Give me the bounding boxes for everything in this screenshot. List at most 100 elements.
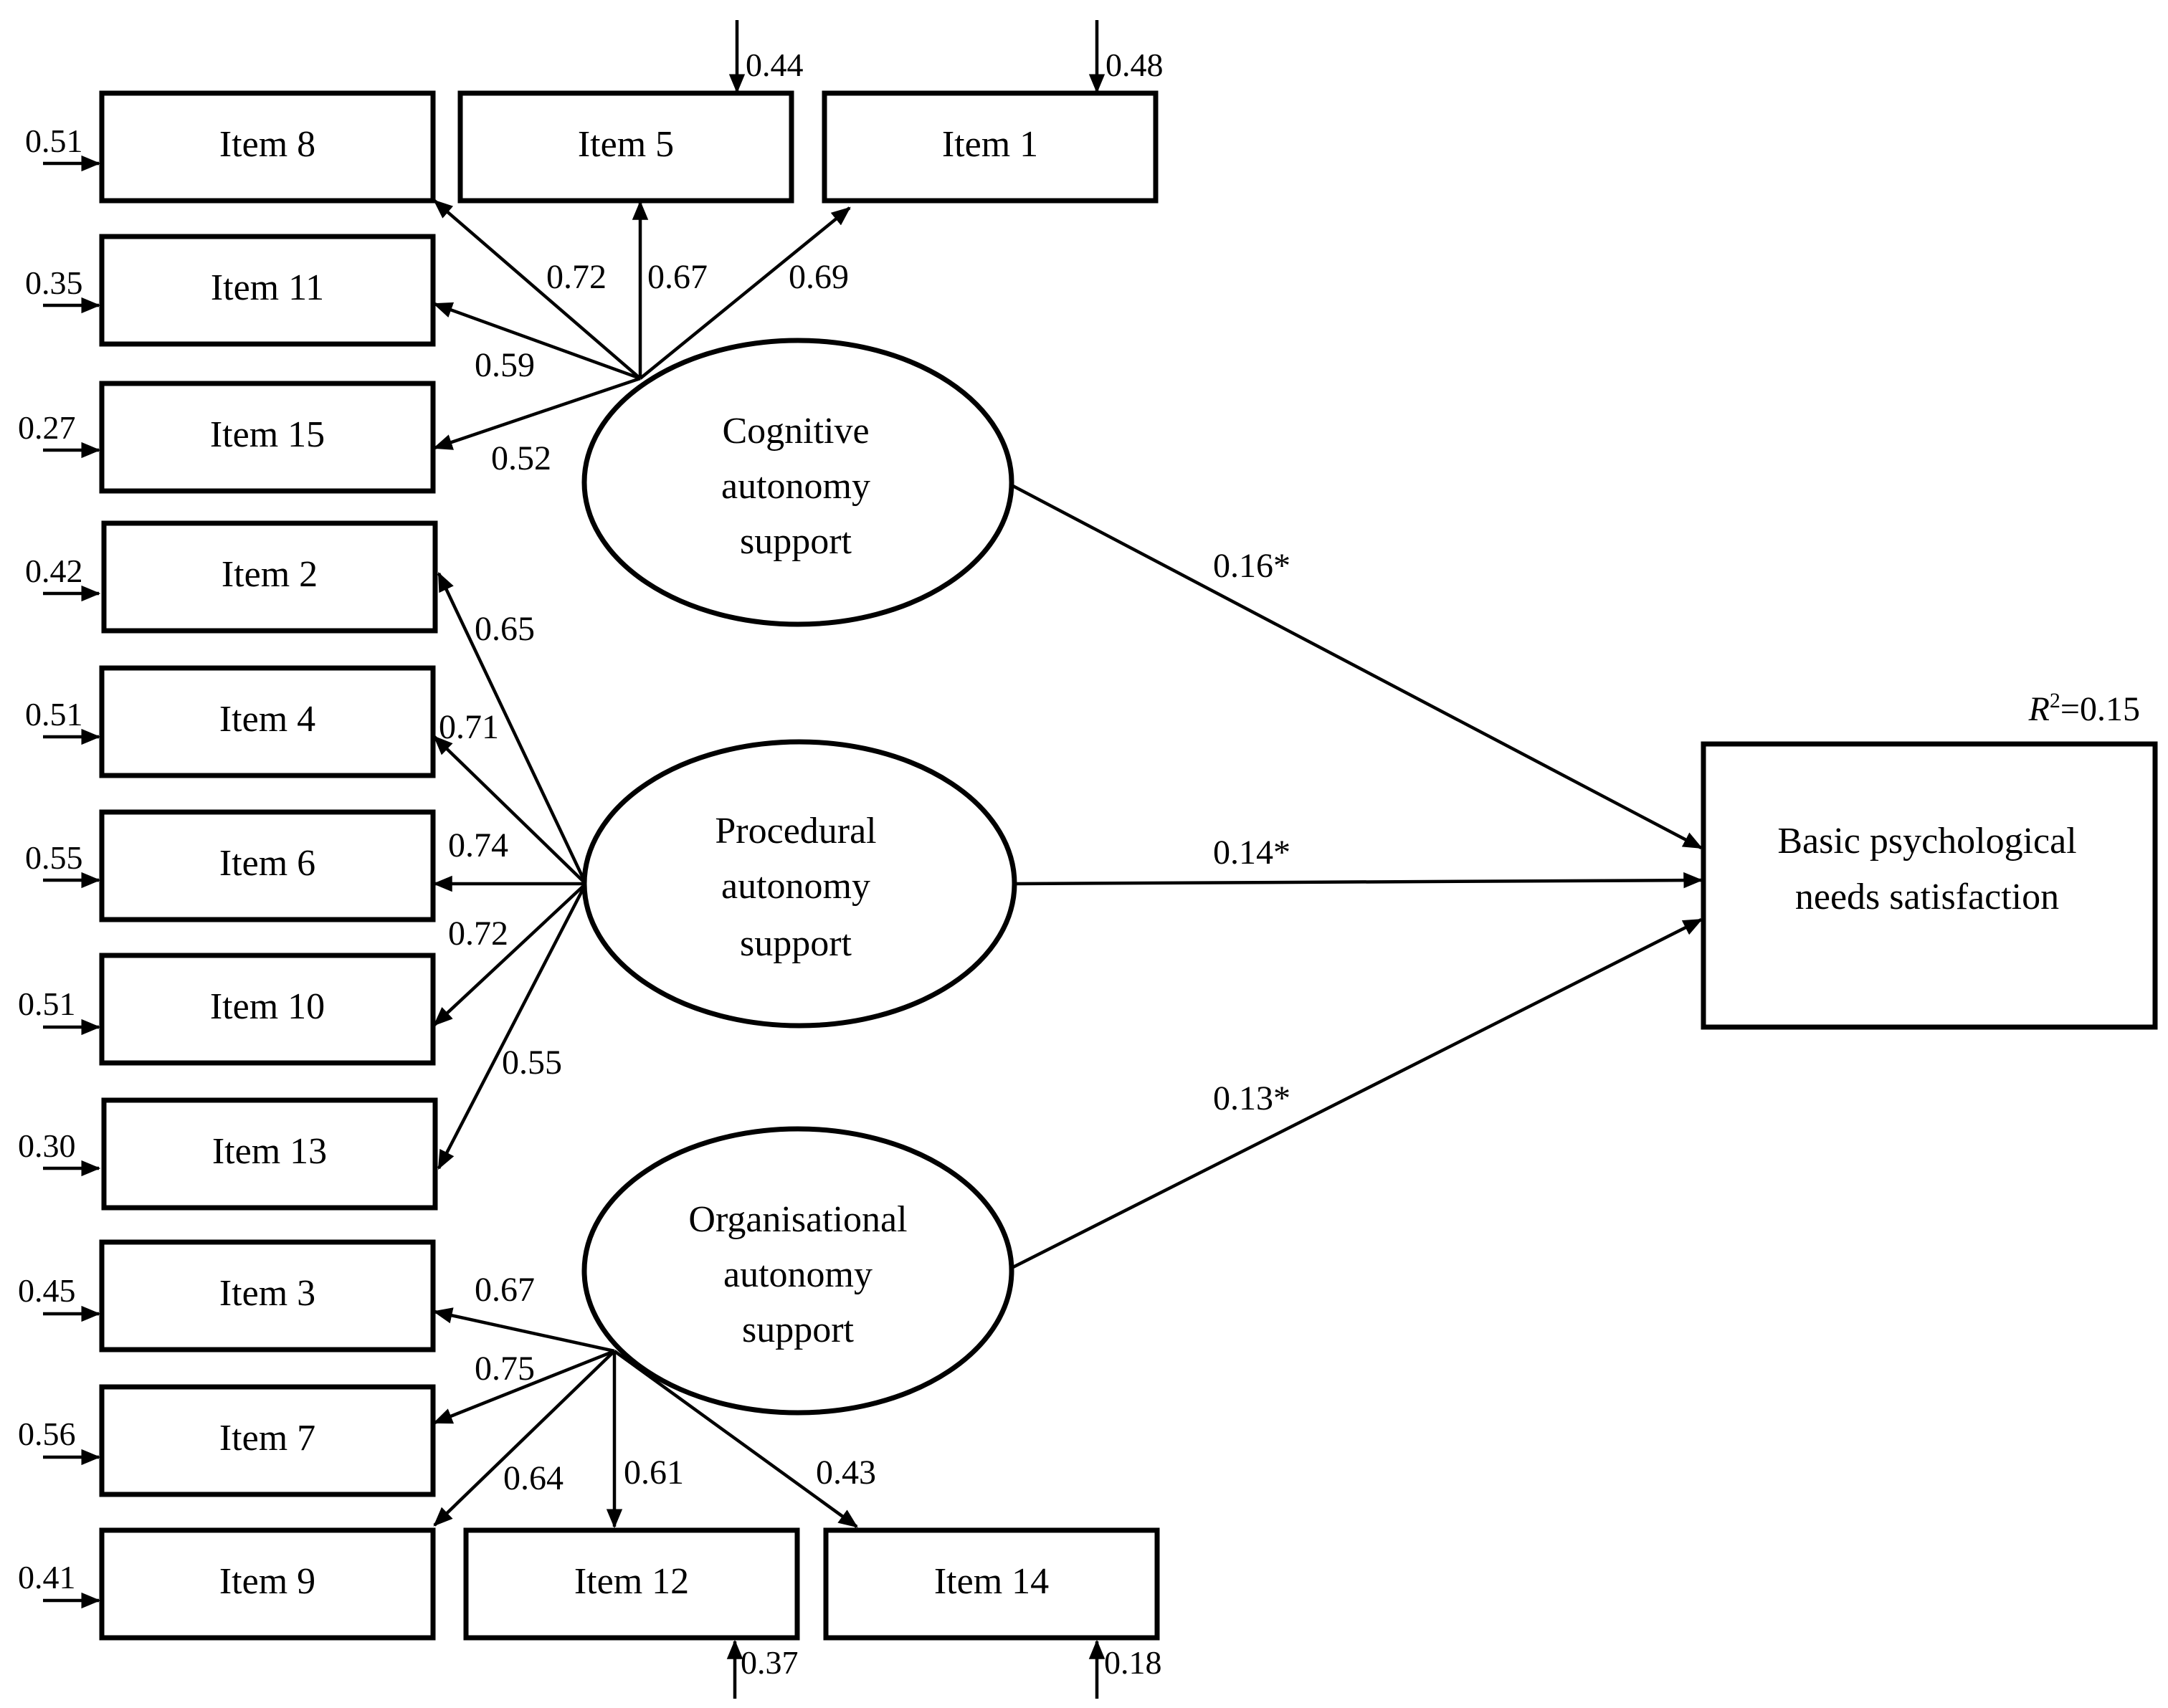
latent-label-line: autonomy bbox=[723, 1254, 873, 1295]
item-box-item5: Item 5 bbox=[457, 90, 794, 204]
item-label: Item 9 bbox=[219, 1561, 315, 1602]
loading-coef-item12: 0.61 bbox=[624, 1454, 684, 1492]
item-box-item15: Item 15 bbox=[99, 381, 436, 494]
item-label: Item 10 bbox=[210, 986, 325, 1027]
error-value-item13: 0.30 bbox=[18, 1127, 76, 1164]
item-box-item3: Item 3 bbox=[99, 1239, 436, 1352]
loading-coef-item11: 0.59 bbox=[475, 346, 535, 384]
loading-coef-item15: 0.52 bbox=[491, 439, 551, 477]
item-box-item13: Item 13 bbox=[101, 1097, 438, 1211]
error-value-item12: 0.37 bbox=[741, 1644, 799, 1681]
loading-arrow-item10 bbox=[433, 882, 587, 1026]
item-box-item10: Item 10 bbox=[99, 953, 436, 1066]
item-box-item2: Item 2 bbox=[101, 520, 438, 634]
loading-coef-item8: 0.72 bbox=[546, 258, 607, 296]
error-value-item11: 0.35 bbox=[25, 264, 83, 301]
loading-arrow-item9 bbox=[433, 1350, 616, 1527]
item-box-item9: Item 9 bbox=[99, 1527, 436, 1641]
item-box-item12: Item 12 bbox=[463, 1527, 800, 1641]
latent-procedural: Procedural autonomy support bbox=[581, 739, 1017, 1029]
loading-arrow-item11 bbox=[432, 302, 641, 381]
r-squared-symbol: R bbox=[2028, 690, 2050, 728]
loading-arrows bbox=[432, 199, 858, 1529]
item-label: Item 14 bbox=[934, 1561, 1049, 1602]
loading-arrow-item1 bbox=[639, 206, 851, 380]
error-value-item7: 0.56 bbox=[18, 1416, 76, 1452]
structural-paths bbox=[1012, 485, 1703, 1269]
loading-arrow-item7 bbox=[432, 1349, 615, 1425]
loading-coef-item13: 0.55 bbox=[502, 1044, 562, 1082]
item-box-item7: Item 7 bbox=[99, 1384, 436, 1497]
path-arrow-procedural bbox=[1014, 872, 1703, 889]
r-squared-value: =0.15 bbox=[2060, 690, 2140, 728]
path-coefficients: 0.16* 0.14* 0.13* bbox=[1213, 547, 1290, 1117]
loading-arrow-item14 bbox=[613, 1350, 858, 1528]
loading-coef-item14: 0.43 bbox=[816, 1454, 876, 1492]
item-label: Item 11 bbox=[211, 267, 324, 308]
outcome-box: Basic psychological needs satisfaction R… bbox=[1701, 689, 2158, 1030]
error-value-item6: 0.55 bbox=[25, 839, 83, 876]
item-label: Item 6 bbox=[219, 843, 315, 884]
error-value-item9: 0.41 bbox=[18, 1559, 76, 1595]
error-value-item2: 0.42 bbox=[25, 553, 83, 589]
item-label: Item 1 bbox=[942, 124, 1038, 165]
item-label: Item 5 bbox=[578, 124, 674, 165]
outcome-label-line: Basic psychological bbox=[1777, 821, 2076, 862]
latent-label-line: support bbox=[740, 923, 852, 964]
r-squared-label: R2=0.15 bbox=[2028, 689, 2140, 728]
loading-coef-item7: 0.75 bbox=[475, 1350, 535, 1388]
error-value-item3: 0.45 bbox=[18, 1272, 76, 1309]
item-label: Item 12 bbox=[574, 1561, 689, 1602]
loading-arrow-item8 bbox=[433, 199, 642, 380]
error-value-item4: 0.51 bbox=[25, 696, 83, 733]
loading-arrow-item2 bbox=[437, 571, 588, 884]
outcome-label-line: needs satisfaction bbox=[1795, 877, 2059, 917]
loading-coef-item5: 0.67 bbox=[647, 258, 708, 296]
path-coef-organisational: 0.13* bbox=[1213, 1079, 1290, 1117]
item-box-item1: Item 1 bbox=[822, 90, 1159, 204]
item-box-item6: Item 6 bbox=[99, 809, 436, 922]
loading-coef-item4: 0.71 bbox=[439, 708, 499, 746]
latent-label-line: autonomy bbox=[721, 866, 870, 907]
loading-coef-item9: 0.64 bbox=[503, 1459, 564, 1497]
latent-organisational: Organisational autonomy support bbox=[581, 1126, 1014, 1416]
latent-label-line: support bbox=[742, 1309, 855, 1350]
path-coef-procedural: 0.14* bbox=[1213, 834, 1290, 872]
loading-coef-item2: 0.65 bbox=[475, 610, 535, 648]
loading-coefficients: 0.72 0.67 0.69 0.59 0.52 0.65 0.71 0.74 … bbox=[439, 258, 876, 1497]
loading-coef-item10: 0.72 bbox=[448, 915, 508, 953]
loading-arrow-item4 bbox=[433, 735, 587, 885]
latent-label-line: autonomy bbox=[721, 466, 870, 507]
latent-label-line: Cognitive bbox=[722, 411, 869, 452]
r-squared-superscript: 2 bbox=[2050, 689, 2060, 712]
loading-coef-item1: 0.69 bbox=[789, 258, 849, 296]
loading-coef-item3: 0.67 bbox=[475, 1271, 535, 1309]
error-value-item10: 0.51 bbox=[18, 986, 76, 1022]
error-value-item15: 0.27 bbox=[18, 409, 76, 446]
error-value-item14: 0.18 bbox=[1104, 1644, 1162, 1681]
item-label: Item 3 bbox=[219, 1273, 315, 1314]
latent-label-line: support bbox=[740, 521, 852, 562]
latent-label-line: Organisational bbox=[688, 1199, 907, 1240]
error-value-item1: 0.48 bbox=[1106, 47, 1164, 83]
item-box-item8: Item 8 bbox=[99, 90, 436, 204]
latent-variables: Cognitive autonomy support Procedural au… bbox=[581, 338, 1017, 1416]
item-box-item11: Item 11 bbox=[99, 234, 436, 347]
latent-cognitive: Cognitive autonomy support bbox=[581, 338, 1014, 627]
error-value-item8: 0.51 bbox=[25, 123, 83, 159]
path-arrow-organisational bbox=[1012, 917, 1703, 1269]
loading-arrow-item15 bbox=[432, 376, 641, 450]
item-label: Item 15 bbox=[210, 414, 325, 455]
item-box-item4: Item 4 bbox=[99, 665, 436, 778]
error-arrows bbox=[43, 20, 1106, 1699]
path-coef-cognitive: 0.16* bbox=[1213, 547, 1290, 585]
item-label: Item 4 bbox=[219, 699, 315, 740]
path-arrow-cognitive bbox=[1012, 485, 1703, 849]
error-value-item5: 0.44 bbox=[746, 47, 804, 83]
item-box-item14: Item 14 bbox=[823, 1527, 1160, 1641]
loading-arrow-item13 bbox=[437, 882, 587, 1170]
item-label: Item 7 bbox=[219, 1418, 315, 1459]
item-label: Item 13 bbox=[212, 1131, 327, 1172]
latent-label-line: Procedural bbox=[715, 811, 876, 851]
